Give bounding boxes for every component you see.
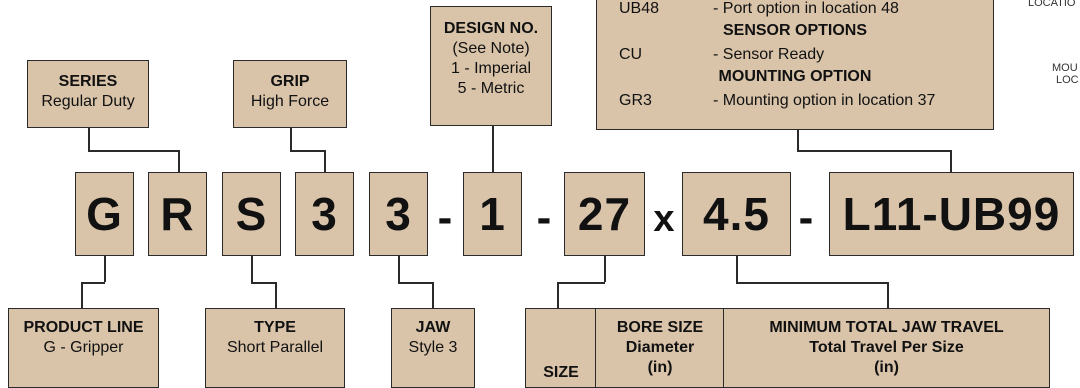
connector [88,150,179,152]
option-desc: - Sensor Ready [713,46,825,63]
connector [557,282,605,284]
size-header-cell: SIZE [525,308,597,388]
option-desc: - Port option in location 48 [713,0,899,17]
connector [178,150,180,172]
option-code: CU [619,46,643,63]
connector [492,126,494,172]
series-title: SERIES [58,73,118,90]
options-box: UB48 - Port option in location 48 SENSOR… [596,0,994,130]
option-row-mounting: GR3 - Mounting option in location 37 [597,91,993,113]
code-grip-digit: 3 [295,172,354,256]
option-code: UB48 [619,0,660,17]
separator-dash: - [536,193,552,242]
connector [604,256,606,282]
option-code: GR3 [619,92,652,109]
option-row-port: UB48 - Port option in location 48 [597,0,993,21]
type-title: TYPE [254,319,296,336]
connector [736,256,738,282]
type-box: TYPE Short Parallel [205,308,345,388]
connector [797,130,799,150]
jaw-travel-cell: MINIMUM TOTAL JAW TRAVEL Total Travel Pe… [723,308,1050,388]
mounting-option-heading: MOUNTING OPTION [718,68,872,85]
bore-size-cell: BORE SIZE Diameter (in) [595,308,725,388]
connector [950,150,952,172]
code-g: G [75,172,134,256]
separator-x: x [653,198,675,240]
jaw-travel-subtitle: Total Travel Per Size [809,339,964,356]
option-row-sensor: CU - Sensor Ready [597,45,993,67]
connector [275,282,277,308]
connector [81,282,83,308]
code-size: 27 [564,172,645,256]
connector [290,150,325,152]
connector [104,256,106,282]
size-header: SIZE [543,364,579,381]
connector [887,282,889,308]
connector [324,150,326,172]
product-line-value: G - Gripper [43,339,124,356]
product-line-box: PRODUCT LINE G - Gripper [8,308,159,388]
code-travel: 4.5 [682,172,791,256]
option-desc: - Mounting option in location 37 [713,92,936,109]
series-box: SERIES Regular Duty [27,60,149,128]
connector [736,282,888,284]
connector [398,282,433,284]
bore-unit-label: (in) [647,359,673,376]
code-options: L11-UB99 [829,172,1074,256]
grip-title: GRIP [270,73,310,90]
mounting-label-line2: LOC [1056,74,1079,86]
connector [557,282,559,308]
mounting-label-line1: MOU [1052,62,1078,74]
separator-dash: - [798,193,814,242]
grip-box: GRIP High Force [233,60,347,128]
jaw-travel-title: MINIMUM TOTAL JAW TRAVEL [769,319,1004,336]
separator-dash: - [437,193,453,242]
connector [290,128,292,150]
bore-size-title: BORE SIZE [616,319,704,336]
connector [797,150,951,152]
design-number-note: (See Note) [452,40,530,57]
connector [251,282,276,284]
design-metric: 5 - Metric [457,80,525,97]
code-jaw-digit: 3 [369,172,428,256]
jaw-box: JAW Style 3 [391,308,475,388]
jaw-value: Style 3 [408,339,458,356]
design-imperial: 1 - Imperial [450,60,532,77]
design-number-title: DESIGN NO. [443,20,539,37]
connector [88,128,90,150]
connector [81,282,105,284]
series-value: Regular Duty [41,93,135,110]
connector [398,256,400,282]
design-number-box: DESIGN NO. (See Note) 1 - Imperial 5 - M… [430,6,552,126]
bore-diameter-label: Diameter [625,339,695,356]
type-value: Short Parallel [226,339,324,356]
connector [251,256,253,282]
code-design: 1 [463,172,522,256]
connector [432,282,434,308]
sensor-options-heading: SENSOR OPTIONS [722,22,868,39]
jaw-travel-unit: (in) [874,359,899,376]
jaw-title: JAW [415,319,451,336]
product-line-title: PRODUCT LINE [23,319,144,336]
grip-value: High Force [250,93,330,110]
code-r: R [148,172,207,256]
code-s: S [222,172,281,256]
location-label: LOCATIO [1028,0,1076,9]
